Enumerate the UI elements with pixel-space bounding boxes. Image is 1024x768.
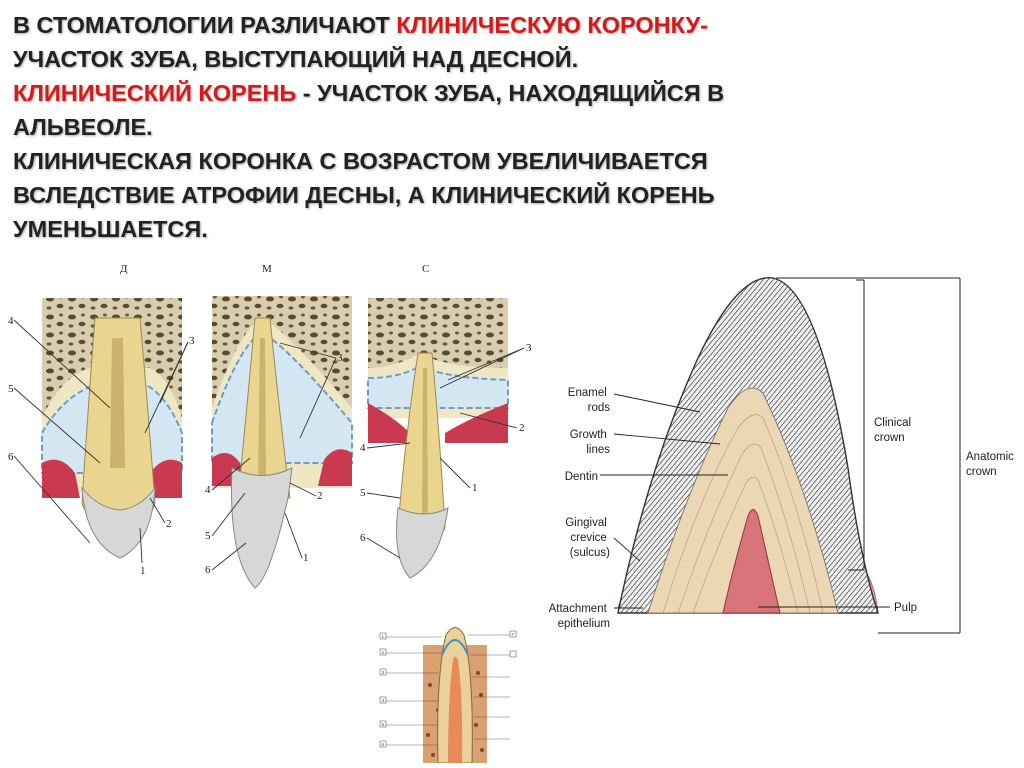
- panel-letter-d: Д: [120, 263, 128, 275]
- callout-number: 3: [337, 352, 343, 364]
- thumbnail-callout-number: 1: [382, 634, 385, 639]
- tooth-sections-svg: Д М С: [8, 263, 532, 589]
- highlight-clinical-crown: клиническую коронку-: [396, 12, 708, 38]
- thumbnail-callout-number: 4: [382, 698, 385, 703]
- callout-number: 2: [166, 518, 172, 530]
- thumbnail-number-boxes: [379, 630, 517, 748]
- thumbnail-callout-number: 7: [512, 632, 515, 637]
- tooth-periodontium-thumbnail: 1 2 3 4 5 6 7: [378, 615, 518, 764]
- callout-number: 3: [189, 335, 195, 347]
- dentin-label: Dentin: [565, 471, 598, 483]
- tooth-crown-svg: Enamel rods Growth lines Dentin Gingival…: [549, 277, 1017, 634]
- attachment-epithelium-label: Attachment epithelium: [549, 603, 610, 630]
- callout-number: 1: [140, 565, 146, 577]
- thumbnail-callout-number: 2: [382, 650, 385, 655]
- thumbnail-callout-number: 6: [382, 742, 385, 747]
- section-panel-d: [41, 298, 183, 559]
- text-fragment: альвеоле.: [13, 114, 153, 140]
- thumbnail-svg: 1 2 3 4 5 6 7: [379, 627, 517, 764]
- text-fragment: участок зуба, выступающий над десной.: [13, 46, 579, 72]
- panel-letter-c: С: [422, 263, 429, 275]
- callout-number: 6: [205, 564, 211, 576]
- callout-number: 4: [360, 442, 366, 454]
- clinical-crown-label: Clinical crown: [874, 417, 914, 444]
- enamel-rods-label: Enamel rods: [568, 387, 610, 414]
- label-leader-lines: [600, 393, 890, 609]
- section-panel-m: [211, 296, 353, 589]
- callout-number: 3: [526, 342, 532, 354]
- growth-lines: [662, 414, 824, 614]
- callout-number: 5: [360, 487, 366, 499]
- callout-number: 5: [205, 530, 211, 542]
- callout-number: 2: [317, 490, 323, 502]
- panel-letter-m: М: [262, 263, 272, 275]
- text-fragment: Клиническая коронка с возрастом увеличив…: [13, 148, 708, 174]
- highlight-clinical-root: Клинический корень: [13, 80, 297, 106]
- paragraph-clinical-crown: В стоматологии различают клиническую кор…: [13, 8, 1003, 76]
- callout-number: 1: [472, 482, 478, 494]
- thumbnail-callout-number: 3: [382, 670, 385, 675]
- growth-lines-label: Growth lines: [570, 429, 611, 456]
- gingival-crevice-label: Gingival crevice (sulcus): [565, 517, 610, 559]
- text-fragment: уменьшается.: [13, 216, 208, 242]
- callout-number: 4: [205, 484, 211, 496]
- pulp-label: Pulp: [894, 602, 917, 614]
- callout-number: 4: [8, 315, 14, 327]
- callout-number: 2: [519, 422, 525, 434]
- text-fragment: вследствие атрофии десны, а клинический …: [13, 182, 715, 208]
- anatomic-crown-label: Anatomic crown: [966, 451, 1017, 478]
- text-fragment: В стоматологии различают: [13, 12, 397, 38]
- thumbnail-callout-number: 5: [382, 722, 385, 727]
- crown-brackets: [776, 277, 961, 634]
- paragraph-clinical-root: Клинический корень - участок зуба, наход…: [13, 76, 1003, 144]
- thumbnail-leader-lines: [386, 634, 510, 746]
- callout-number: 6: [360, 532, 366, 544]
- callout-number: 6: [8, 451, 14, 463]
- callout-number: 5: [8, 383, 14, 395]
- callout-lines: [13, 319, 525, 571]
- slide-text: В стоматологии различают клиническую кор…: [13, 8, 1003, 246]
- tooth-age-sections-figure: Д М С: [0, 258, 545, 598]
- callout-number: 1: [303, 552, 309, 564]
- tooth-crown-diagram: Enamel rods Growth lines Dentin Gingival…: [548, 268, 1018, 638]
- paragraph-age-change: Клиническая коронка с возрастом увеличив…: [13, 144, 1003, 246]
- text-fragment: - участок зуба, находящийся в: [296, 80, 725, 106]
- section-panel-c: [367, 298, 509, 579]
